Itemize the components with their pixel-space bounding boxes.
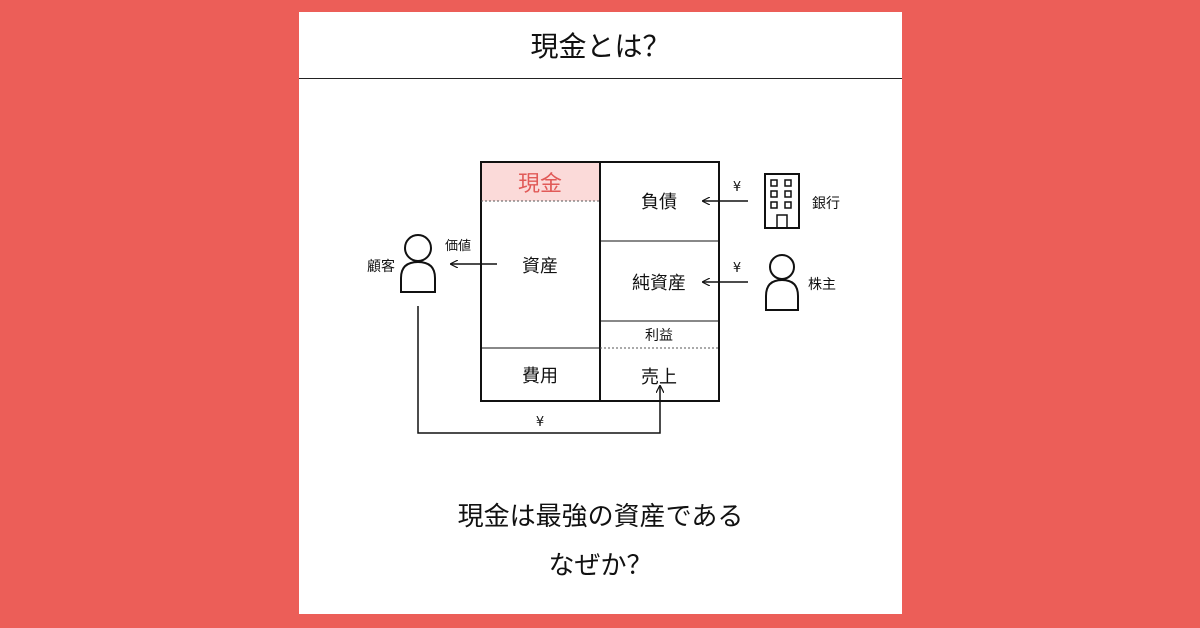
liabilities-label: 負債	[641, 192, 677, 213]
message-line-1: 現金は最強の資産である	[457, 502, 744, 532]
page-title: 現金とは？	[530, 30, 671, 63]
profit-label: 利益	[645, 328, 673, 344]
customer-yen-label: ¥	[536, 415, 544, 430]
bank-yen-label: ¥	[733, 180, 741, 195]
shareholder-label: 株主	[808, 277, 836, 293]
shareholder-person-icon	[765, 254, 799, 311]
expenses-label: 費用	[522, 366, 558, 387]
cash-label: 現金	[518, 172, 562, 197]
balance-sheet-diagram: 現金 資産 費用 負債 純資産 利益 売上 銀行 ¥ 株主 ¥	[367, 161, 840, 434]
customer-to-sales-arrow	[417, 306, 660, 434]
bank-building-icon	[764, 173, 800, 229]
content-card: 現金とは？ 現金 資産 費用 負債 純資産 利益 売上	[299, 12, 902, 614]
bank-label: 銀行	[812, 196, 840, 212]
title-divider	[299, 78, 902, 79]
cash-highlight	[481, 162, 600, 201]
sales-label: 売上	[641, 367, 677, 388]
customer-label: 顧客	[367, 258, 395, 275]
shareholder-yen-label: ¥	[733, 261, 741, 276]
value-label: 価値	[445, 238, 471, 254]
message-line-2: なぜか？	[548, 551, 653, 581]
customer-person-icon	[400, 234, 436, 293]
net-assets-label: 純資産	[632, 273, 686, 294]
assets-label: 資産	[522, 256, 558, 277]
